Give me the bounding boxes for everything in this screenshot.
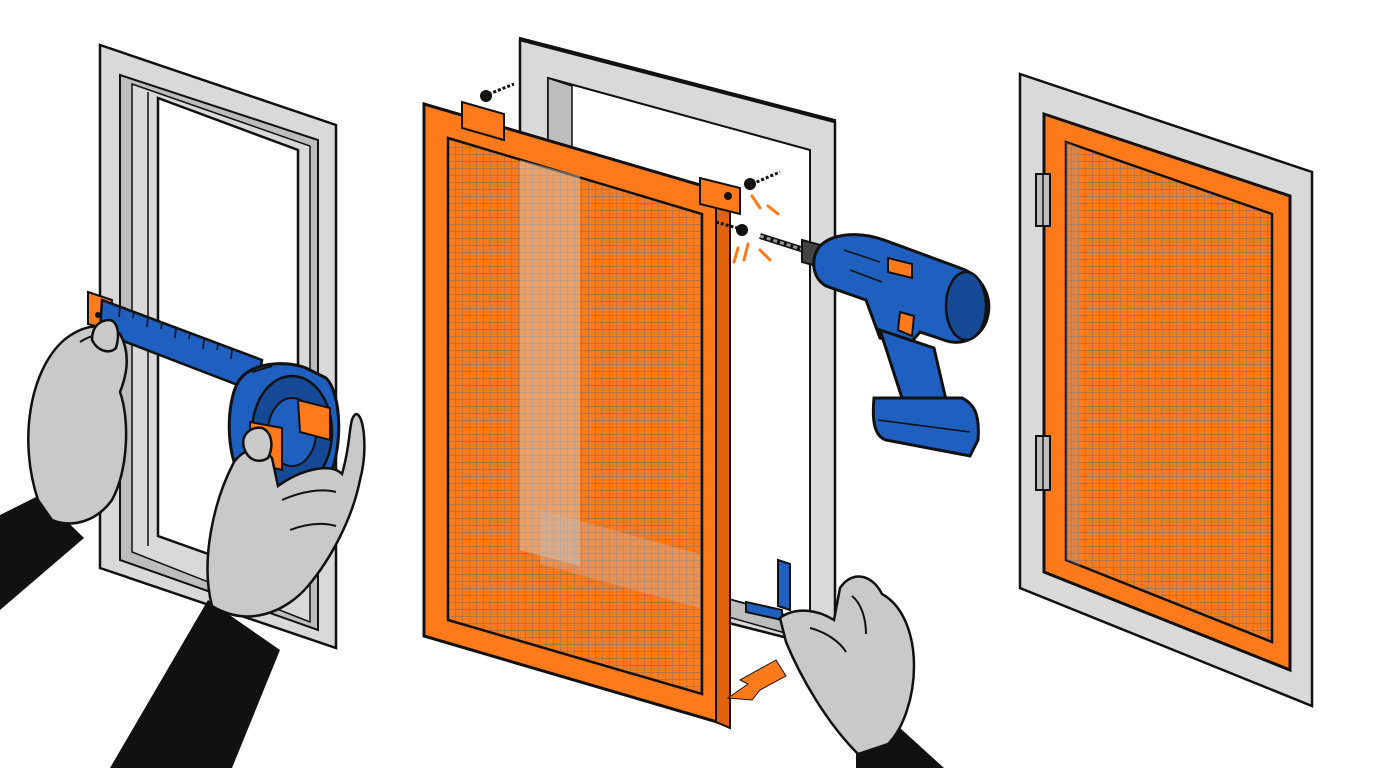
step-2-install-panel [424,38,989,768]
installed-screen-mesh [1066,142,1272,642]
drill-handle [880,330,946,400]
mesh-recess [540,510,700,608]
hand-2 [780,577,914,754]
drill-switch [888,258,912,278]
drill-motor-cap [946,272,986,340]
bracket-top-left [462,102,504,140]
step-1-measure-panel [0,45,364,768]
bottom-guide-clip [746,560,790,620]
insert-direction-arrow [728,660,786,700]
screw-upper-right [744,172,780,190]
cordless-drill-icon [760,235,989,456]
screen-frame-side [716,190,730,728]
right-sleeve [110,600,280,768]
drill-trigger [898,312,914,336]
hand-holding-frame [780,577,944,768]
left-hand [28,326,126,523]
mesh-behind-frame [520,160,580,566]
right-hand [208,414,365,616]
mesh-screen-frame [424,104,730,728]
screw-top-left [480,84,514,102]
screw-being-driven [716,222,748,236]
installed-screen [1044,114,1290,670]
tape-lock-button [298,400,330,440]
left-thumb [92,320,118,351]
screen-mesh [448,138,702,694]
right-hand-measuring [110,414,364,768]
tape-ticks [119,307,232,359]
bracket-right [700,178,740,214]
hinge-icon [1036,174,1050,490]
drill-body [814,235,989,346]
step-3-result-panel [1020,74,1312,706]
right-thumb [243,428,271,461]
left-hand-measuring [0,320,127,610]
